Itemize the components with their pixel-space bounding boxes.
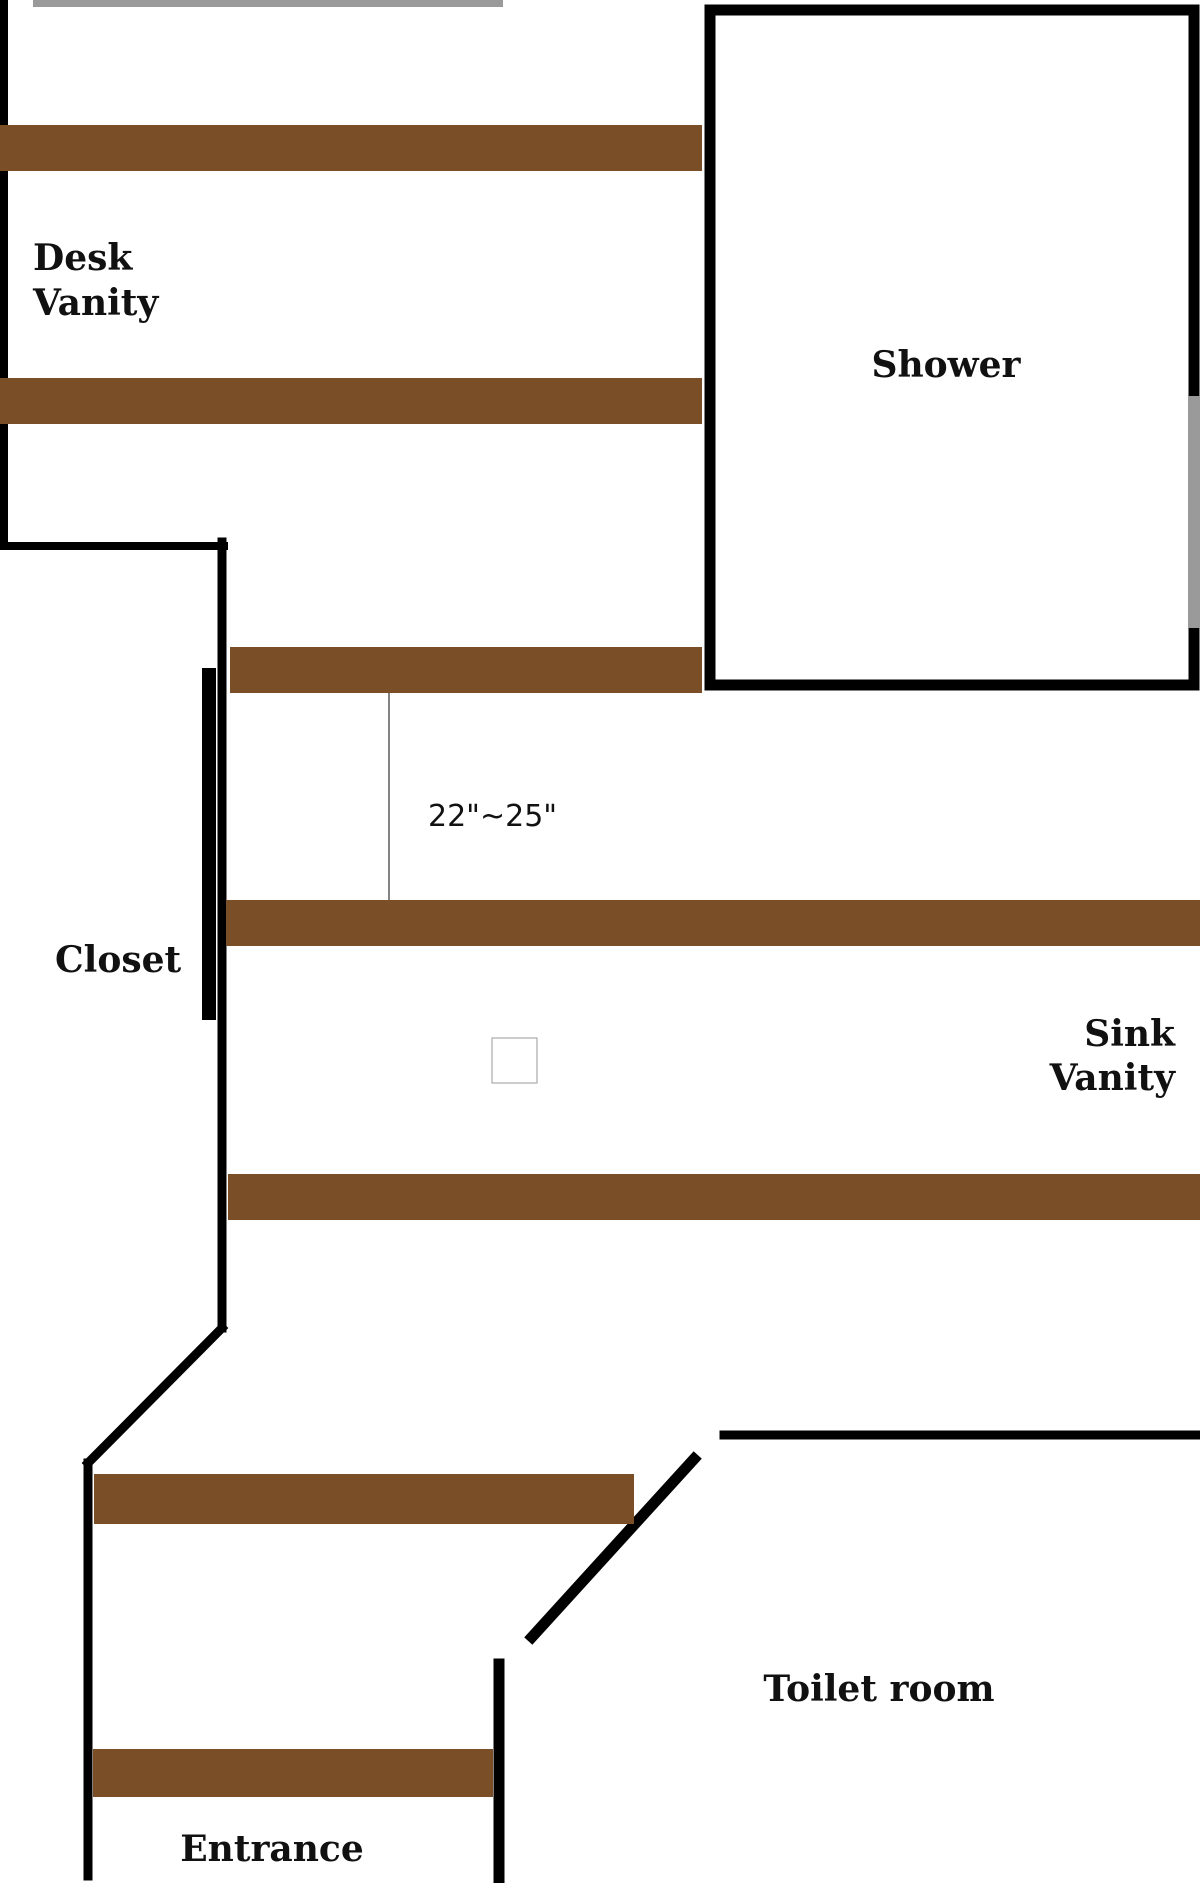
label-shower: Shower — [871, 344, 1021, 386]
rug-sink-top — [226, 900, 1200, 946]
label-entrance: Entrance — [180, 1828, 364, 1870]
rug-desk-bottom — [0, 378, 702, 424]
label-closet: Closet — [55, 939, 182, 981]
top-gray-strip — [33, 0, 503, 7]
rugs — [0, 125, 1200, 1797]
rug-sink-bottom — [228, 1174, 1200, 1220]
shower-gray-edge — [1188, 396, 1200, 628]
closet-door — [202, 668, 216, 1020]
wall-diagonal-lower-left — [81, 1321, 229, 1470]
label-desk-vanity-line2: Vanity — [32, 282, 159, 324]
rug-entrance — [93, 1749, 493, 1797]
rug-entry-top — [94, 1474, 634, 1524]
rug-desk-top — [0, 125, 702, 171]
label-toilet-room: Toilet room — [763, 1668, 994, 1710]
shower-enclosure — [704, 4, 1200, 691]
rug-hall-top — [230, 647, 702, 693]
label-desk-vanity-line1: Desk — [33, 237, 133, 279]
small-square-marker — [491, 1037, 538, 1084]
label-sink-vanity-line1: Sink — [1084, 1013, 1176, 1055]
toilet-room-door — [524, 1451, 702, 1645]
label-sink-vanity-line2: Vanity — [1049, 1057, 1176, 1099]
label-dimension: 22"~25" — [428, 799, 557, 834]
